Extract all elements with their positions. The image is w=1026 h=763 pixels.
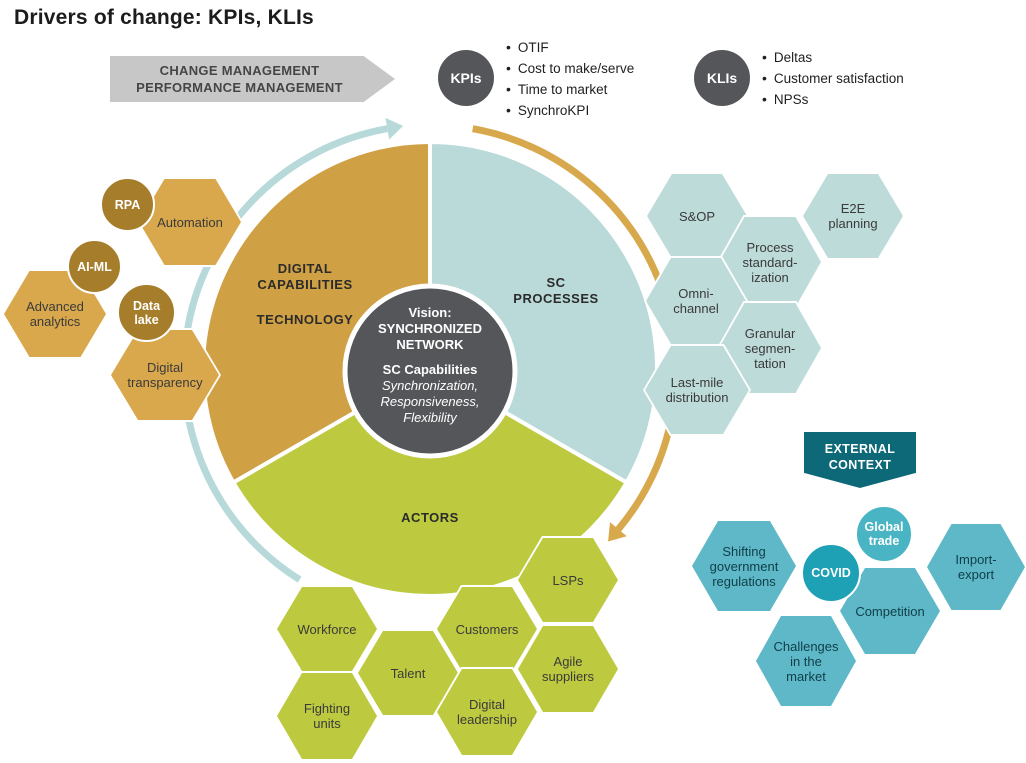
kpis-badge: KPIs: [438, 50, 494, 106]
hex-fighting-units: Fighting units: [275, 671, 379, 761]
kli-list: Deltas Customer satisfaction NPSs: [762, 47, 904, 110]
kpi-list: OTIF Cost to make/serve Time to market S…: [506, 37, 634, 121]
kpi-item: OTIF: [506, 37, 634, 58]
hex-shifting-government-regulations: Shifting government regulations: [690, 519, 798, 613]
hex-customers: Customers: [435, 585, 539, 673]
vision-circle: [342, 283, 518, 459]
cycle-arrow-left-head-icon: [385, 117, 404, 140]
global-trade-circle: Global trade: [855, 505, 913, 563]
banner-line-2: PERFORMANCE MANAGEMENT: [136, 80, 343, 95]
kli-item: NPSs: [762, 89, 904, 110]
hex-last-mile-distribution: Last-mile distribution: [643, 344, 751, 436]
ai-ml-circle: AI-ML: [67, 239, 122, 294]
segment-label-technology: TECHNOLOGY: [256, 312, 354, 327]
kli-item: Customer satisfaction: [762, 68, 904, 89]
change-performance-banner: CHANGE MANAGEMENT PERFORMANCE MANAGEMENT: [110, 56, 395, 102]
kpi-item: SynchroKPI: [506, 100, 634, 121]
banner-line-1: CHANGE MANAGEMENT: [159, 63, 320, 78]
covid-circle: COVID: [801, 543, 861, 603]
cycle-arrow-right-head-icon: [608, 522, 627, 542]
segment-label-sc-processes: SC PROCESSES: [513, 275, 599, 306]
klis-badge: KLIs: [694, 50, 750, 106]
sc-capabilities-label: SC Capabilities: [382, 362, 478, 377]
hex-workforce: Workforce: [275, 585, 379, 673]
segment-label-digital: DIGITAL CAPABILITIES: [257, 261, 353, 292]
data-lake-circle: Data lake: [117, 283, 176, 342]
vision-label: Vision:: [408, 305, 452, 320]
cycle-arrow-left-arc: [180, 125, 388, 583]
rpa-circle: RPA: [100, 177, 155, 232]
page-title: Drivers of change: KPIs, KLIs: [14, 6, 314, 29]
segment-actors: [230, 366, 630, 599]
vision-center-text: Vision: SYNCHRONIZED NETWORK SC Capabili…: [343, 305, 517, 426]
kli-item: Deltas: [762, 47, 904, 68]
segment-label-actors: ACTORS: [401, 510, 459, 525]
kpi-item: Time to market: [506, 79, 634, 100]
hex-automation: Automation: [137, 177, 243, 267]
kpi-item: Cost to make/serve: [506, 58, 634, 79]
